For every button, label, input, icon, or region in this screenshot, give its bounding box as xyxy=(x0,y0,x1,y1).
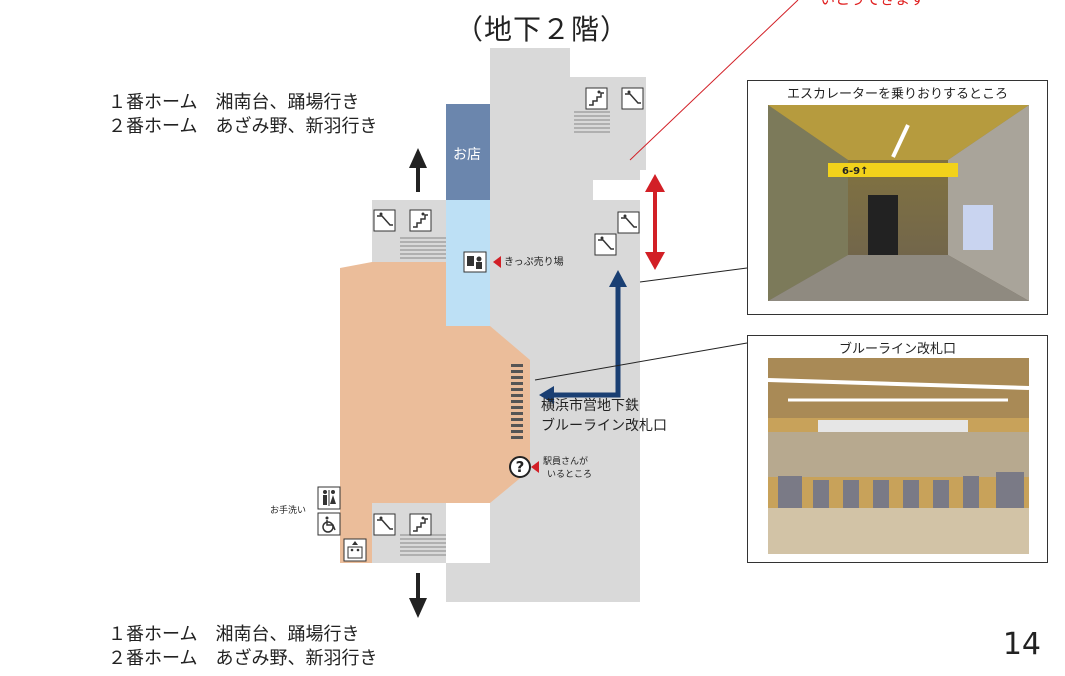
gate-label-1: 横浜市営地下鉄 xyxy=(541,398,639,414)
staff-label-2: いるところ xyxy=(547,470,593,480)
svg-text:?: ? xyxy=(516,458,525,476)
stairs-icon xyxy=(409,513,432,536)
route-top-line-2: ２番ホーム あざみ野、新羽行き xyxy=(108,116,378,137)
escalator-down-icon xyxy=(617,211,640,234)
shop-label: お店 xyxy=(453,147,481,163)
stairs-icon xyxy=(409,209,432,232)
route-bottom-line-2: ２番ホーム あざみ野、新羽行き xyxy=(108,648,378,669)
wheelchair-icon xyxy=(317,512,341,536)
route-top-line-1: １番ホーム 湘南台、踊場行き xyxy=(108,92,360,113)
escalator-down-icon xyxy=(621,87,644,110)
route-arrow xyxy=(550,284,621,398)
stairs-icon xyxy=(585,87,608,110)
escalator-down-icon xyxy=(373,513,396,536)
toilet-label: お手洗い xyxy=(270,506,307,516)
shop-area xyxy=(446,104,490,200)
help-icon: ? xyxy=(509,456,531,478)
elevator-icon xyxy=(343,538,367,562)
restroom-icon xyxy=(317,486,341,510)
ticket-machine-icon xyxy=(463,251,487,273)
gate-label-2: ブルーライン改札口 xyxy=(541,418,667,434)
staff-label-1: 駅員さんが xyxy=(543,457,589,467)
escalator-sign-text: 6-9↑ xyxy=(842,166,868,177)
photo-escalator: エスカレーターを乗りおりするところ 6-9↑ xyxy=(747,80,1048,315)
photo-gate-caption: ブルーライン改札口 xyxy=(838,342,956,357)
escalator-down-icon xyxy=(594,233,617,256)
ticket-label: きっぷ売り場 xyxy=(504,257,564,268)
route-bottom-line-1: １番ホーム 湘南台、踊場行き xyxy=(108,624,360,645)
gate-photo-image xyxy=(768,358,1029,554)
photo-gate: ブルーライン改札口 xyxy=(747,335,1048,563)
platform-area xyxy=(340,262,530,563)
escalator-down-icon xyxy=(373,209,396,232)
photo-escalator-caption: エスカレーターを乗りおりするところ xyxy=(786,87,1008,102)
top-note: いとうできます xyxy=(820,0,925,9)
ticket-gates xyxy=(511,364,523,439)
page-title: （地下２階） xyxy=(455,13,630,46)
page-number: 14 xyxy=(1002,627,1041,662)
escalator-photo-image: 6-9↑ xyxy=(768,105,1029,301)
